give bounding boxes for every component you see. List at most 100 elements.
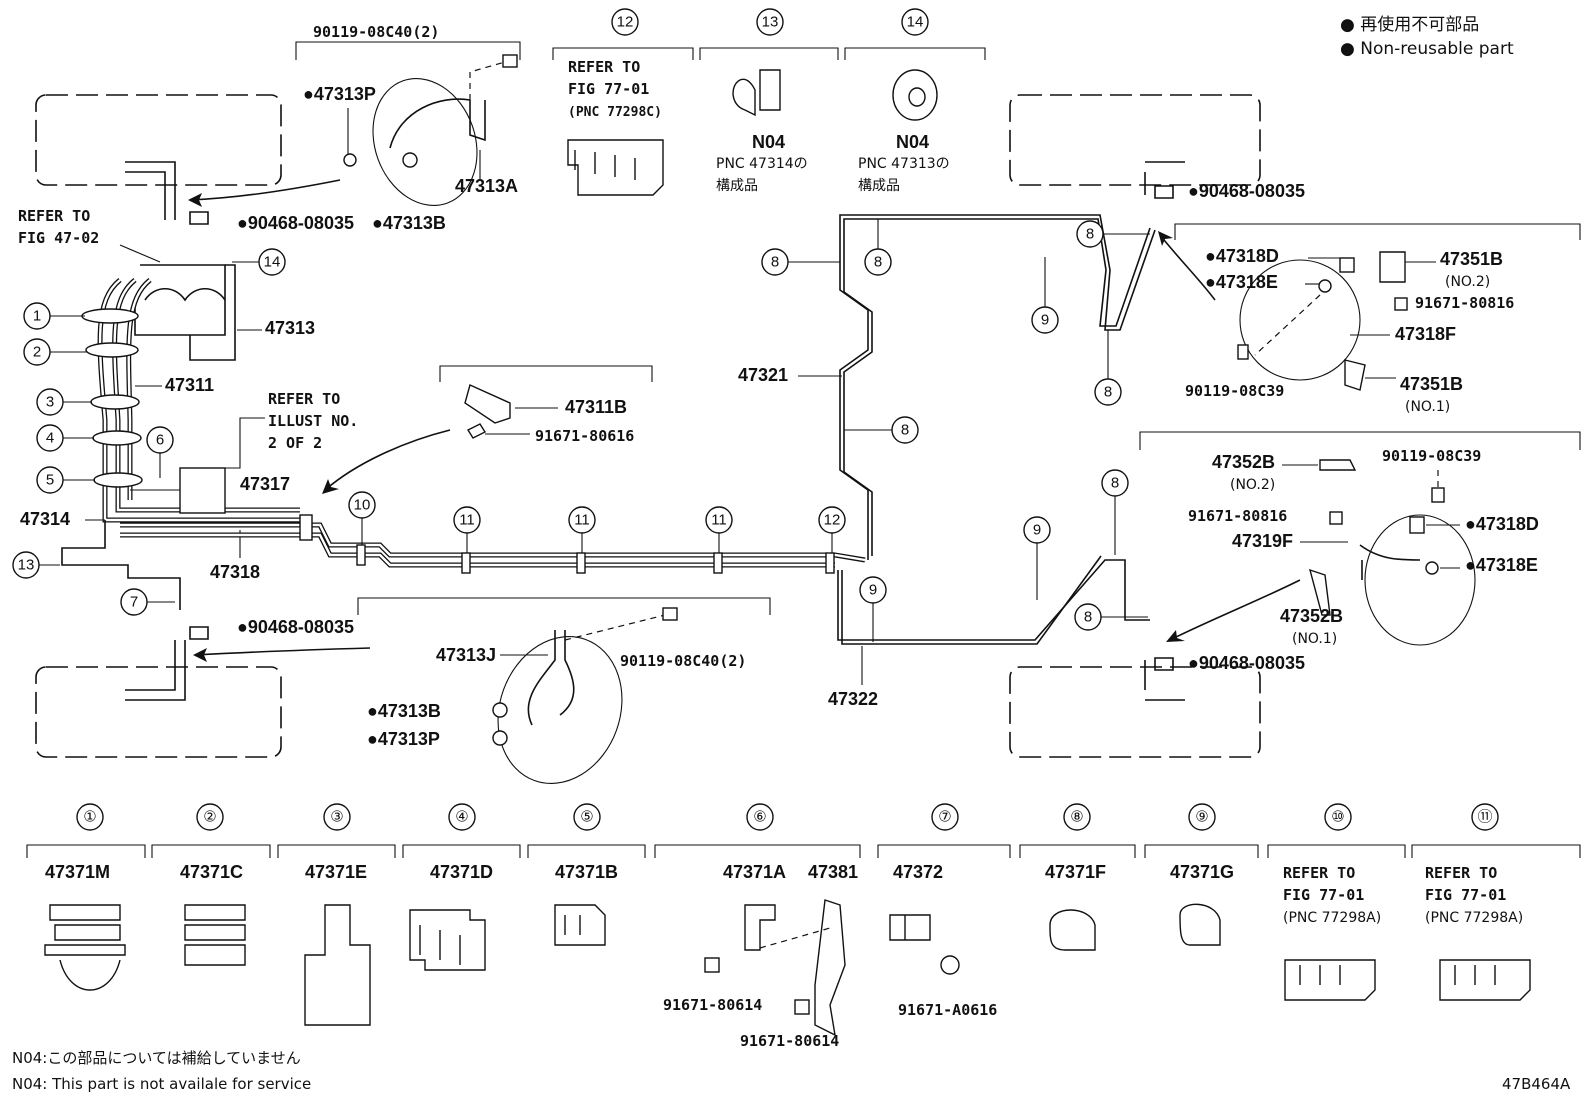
fr-detail: ●90468-08035 ●47318D ●47318E 47351B (NO.… — [1154, 181, 1581, 415]
detail-47311b: 47311B 91671-80616 — [322, 365, 653, 494]
label-47313p-fl: ●47313P — [303, 84, 376, 104]
hose-rl — [527, 630, 556, 726]
callout-8-e: 8 — [1086, 226, 1094, 243]
main-pipes: 10 11 11 11 12 8 8 8 9 8 8 9 9 8 8 47321… — [120, 214, 1156, 709]
label-47352b-no2: 47352B — [1212, 452, 1275, 472]
clamp-3-num: ③ — [330, 809, 343, 826]
label-47318d-fr: ●47318D — [1205, 246, 1279, 266]
callout-4: 4 — [46, 430, 54, 447]
clamp-5-num: ⑤ — [580, 809, 593, 826]
clamp-item-8: ⑧ 47371F — [1019, 803, 1136, 951]
callout-12-top: 12 — [617, 14, 634, 31]
callout-14-top: 14 — [907, 14, 924, 31]
bracket-47352b-no2-shape — [1319, 459, 1357, 471]
label-47319f: 47319F — [1232, 531, 1293, 551]
clamp-item-9: ⑨ 47371G — [1144, 803, 1259, 946]
clamp-8-num: ⑧ — [1070, 809, 1083, 826]
clamp-5-part: 47371B — [555, 862, 618, 882]
clamp-6-part2: 47381 — [808, 862, 858, 882]
group-bracket-fl-detail — [295, 41, 521, 60]
legend: ● 再使用不可部品 ● Non-reusable part — [1340, 14, 1514, 59]
group-14-line1: PNC 47313の — [858, 156, 950, 172]
clamp-11-line3: (PNC 77298A) — [1425, 910, 1523, 926]
callout-14-left: 14 — [264, 254, 281, 271]
hose-stub-rr — [1144, 660, 1185, 701]
callout-8-d: 8 — [1104, 384, 1112, 401]
clamp-item-6: ⑥ 47371A 47381 91671-80614 91671-80614 — [654, 803, 861, 1050]
label-90119-08c40-rr: 90119-08C40(2) — [620, 652, 746, 670]
label-47318f: 47318F — [1395, 324, 1456, 344]
label-90119-08c39-rr: 90119-08C39 — [1382, 447, 1481, 465]
callout-9-c: 9 — [1033, 522, 1041, 539]
clamp-4-part: 47371D — [430, 862, 493, 882]
label-47314: 47314 — [20, 509, 70, 529]
group-14: 14 N04 PNC 47313の 構成品 — [844, 8, 986, 194]
label-no1-fr: (NO.1) — [1405, 399, 1450, 415]
clamp-12-shape — [567, 139, 664, 196]
rr-detail: 47352B (NO.2) 90119-08C39 91671-80816 47… — [1139, 431, 1581, 673]
clamp-7-part: 47372 — [893, 862, 943, 882]
label-47313a: 47313A — [455, 176, 518, 196]
callout-8-g: 8 — [1084, 609, 1092, 626]
callout-1: 1 — [33, 308, 41, 325]
label-no1-rr: (NO.1) — [1292, 631, 1337, 647]
legend-line-jp: ● 再使用不可部品 — [1340, 14, 1479, 35]
clamp-4-num: ④ — [455, 809, 468, 826]
label-47351b-no1: 47351B — [1400, 374, 1463, 394]
label-90119-08c40-fl: 90119-08C40(2) — [313, 23, 439, 41]
callout-8-f: 8 — [1111, 475, 1119, 492]
clamp-5-shape — [554, 904, 606, 946]
footer-note-jp: N04:この部品については補給していません — [12, 1049, 301, 1067]
rl-detail: 47313J 90119-08C40(2) ●47313B ●47313P — [357, 597, 771, 784]
clamp-2-shape — [184, 904, 246, 966]
label-47311b: 47311B — [565, 397, 627, 417]
clamp-item-2: ② 47371C — [151, 803, 271, 966]
callout-8-b: 8 — [874, 254, 882, 271]
callout-7-left: 7 — [130, 594, 138, 611]
clamp-8-shape — [1049, 909, 1096, 951]
hose-stub-fl — [125, 161, 176, 220]
label-90468-08035-rr: ●90468-08035 — [1188, 653, 1305, 673]
clamp-10-shape — [1284, 959, 1376, 1001]
clamp-2-num: ② — [203, 809, 216, 826]
clamp-11-shape — [1439, 959, 1531, 1001]
clamp-6-plate-shape — [814, 899, 846, 1037]
clamp-9-shape — [1179, 903, 1221, 946]
label-47321: 47321 — [738, 365, 788, 385]
label-90468-08035-rl: ●90468-08035 — [237, 617, 354, 637]
label-47322: 47322 — [828, 689, 878, 709]
master-cylinder — [134, 264, 226, 336]
group-13-code: N04 — [752, 132, 785, 152]
clamp-item-10: ⑩ REFER TO FIG 77-01 (PNC 77298A) — [1267, 803, 1406, 1001]
callout-11-c: 11 — [711, 512, 727, 529]
callout-11-b: 11 — [574, 512, 590, 529]
label-47317: 47317 — [240, 474, 290, 494]
figure-code: 47B464A — [1502, 1075, 1571, 1093]
group-14-line2: 構成品 — [858, 178, 900, 194]
label-47318e-fr: ●47318E — [1205, 272, 1278, 292]
clamp-3-shape — [304, 904, 371, 1026]
clamp-item-3: ③ 47371E — [277, 803, 396, 1026]
bracket-47351b-no1-shape — [1344, 359, 1366, 391]
callout-5: 5 — [46, 472, 54, 489]
clamp-3-part: 47371E — [305, 862, 367, 882]
clamp-11-line2: FIG 77-01 — [1425, 886, 1506, 904]
callout-11-a: 11 — [459, 512, 475, 529]
label-47313: 47313 — [265, 318, 315, 338]
wheel-front-left — [35, 94, 282, 186]
footer-note-en: N04: This part is not availale for servi… — [12, 1075, 311, 1093]
clamp-item-5: ⑤ 47371B — [527, 803, 646, 946]
pipe-clips — [299, 514, 835, 574]
clamp-item-4: ④ 47371D — [402, 803, 521, 971]
bracket-47351b-no2-shape — [1379, 251, 1406, 283]
bracket-47352b-no1-shape — [1308, 568, 1331, 616]
label-47318: 47318 — [210, 562, 260, 582]
clamp-item-7: ⑦ 47372 91671-A0616 — [877, 803, 1011, 1019]
hose-stub-rl — [125, 640, 186, 701]
hose-fl — [389, 98, 486, 149]
label-refer-illust-line3: 2 OF 2 — [268, 434, 322, 452]
group-12-line2: FIG 77-01 — [568, 80, 649, 98]
clamp-1-shape — [44, 904, 126, 991]
callout-8-a: 8 — [771, 254, 779, 271]
clamp-13-shape — [732, 69, 781, 117]
